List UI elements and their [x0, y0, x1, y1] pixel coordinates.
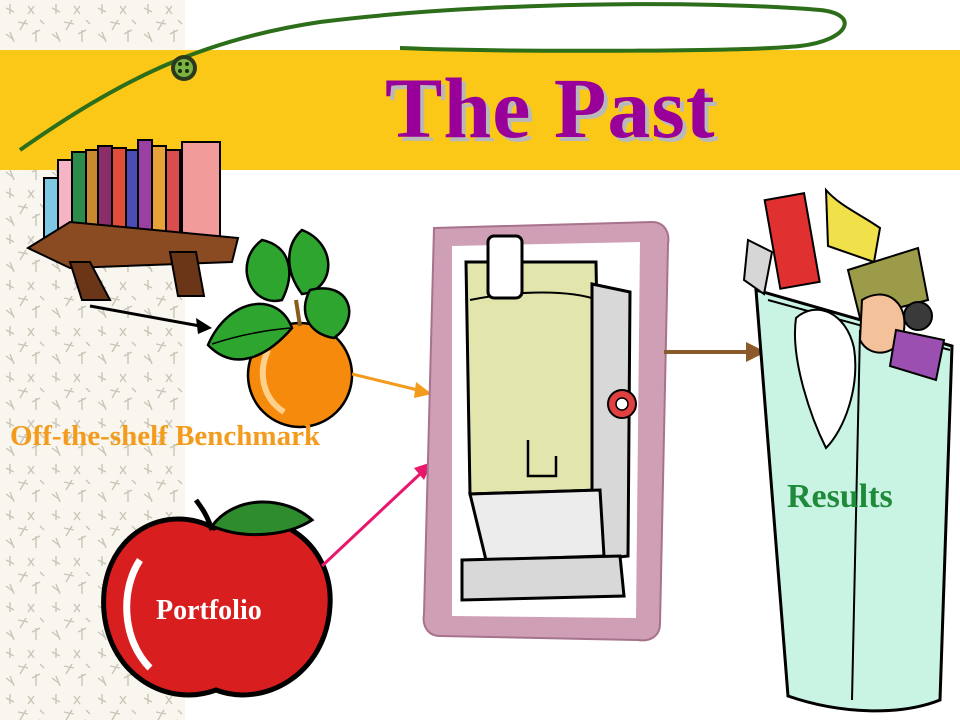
arrow-orange: [351, 372, 432, 398]
bookshelf-icon: [25, 139, 240, 301]
food-processor-icon: [422, 220, 670, 642]
green-swoosh-icon: [18, 2, 847, 152]
arrow-brown: [664, 342, 766, 362]
arrow-pink: [320, 462, 432, 568]
trash-can-icon: [742, 187, 954, 713]
apple-icon: [101, 498, 333, 698]
arrow-black: [89, 304, 212, 334]
slide-title: The Past: [385, 60, 716, 156]
portfolio-label: Portfolio: [156, 595, 262, 626]
orange-icon: [206, 228, 354, 429]
results-label: Results: [787, 478, 893, 515]
benchmark-label: Off-the-shelf Benchmark: [10, 420, 321, 452]
